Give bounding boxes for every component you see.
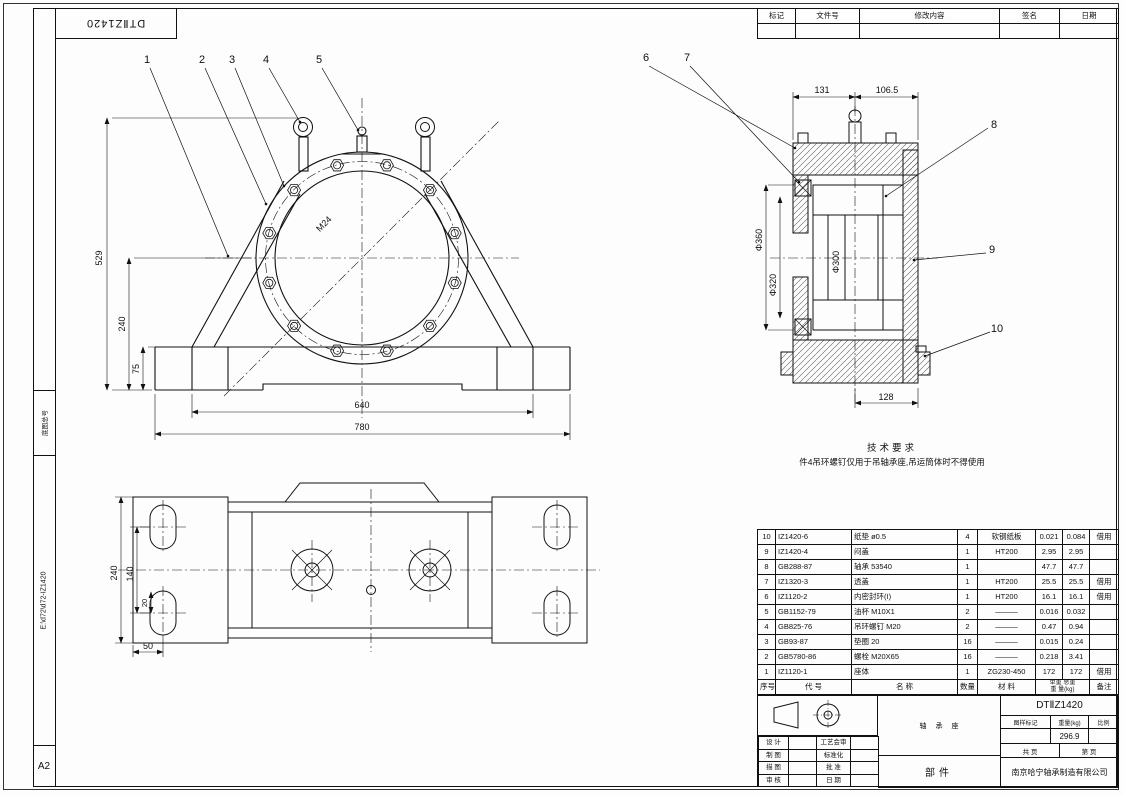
dim-240-top: 240 <box>109 565 119 580</box>
sig-standard: 标准化 <box>816 748 851 762</box>
rev-col-mark: 标记 <box>757 8 796 24</box>
sig-process: 工艺会审 <box>816 736 851 750</box>
sig-approve: 批 准 <box>816 761 851 775</box>
sig-date: 日 期 <box>816 773 851 787</box>
mark-label: 图样标记 <box>1001 716 1051 729</box>
top-view-dims: 240 140 20 50 <box>109 496 164 657</box>
bom-col-no: 序号 <box>757 679 776 695</box>
sig-trace: 描 图 <box>758 761 789 775</box>
sheet-total: 共 页 <box>1001 744 1060 758</box>
sheet-size-cell: A2 <box>33 745 55 787</box>
balloon-4: 4 <box>263 54 269 66</box>
corner-box: DTⅡZ1420 <box>55 8 177 39</box>
dim-50: 50 <box>143 641 153 651</box>
bom-header-row: 序号 代 号 名 称 数量 材 料 单重 总重 重 量(kg) 备注 <box>757 679 1119 695</box>
dim-128: 128 <box>878 392 893 402</box>
dim-640: 640 <box>354 400 369 410</box>
sig-check: 审 核 <box>758 773 789 787</box>
section-balloons: 6 7 8 9 10 <box>643 52 1003 358</box>
technical-requirements: 技术要求 件4吊环螺钉仅用于吊轴承座,吊运筒体时不得使用 <box>742 442 1042 468</box>
projection-symbol <box>773 699 843 730</box>
bom-col-qty: 数量 <box>957 679 978 695</box>
rev-col-content: 修改内容 <box>859 8 1000 24</box>
rev-col-sign: 签名 <box>999 8 1060 24</box>
dim-106_5: 106.5 <box>876 85 899 95</box>
revision-header-row: 标记 文件号 修改内容 签名 日期 <box>757 8 1119 24</box>
balloon-1: 1 <box>144 54 150 66</box>
rev-col-date: 日期 <box>1059 8 1119 24</box>
sheet-size-label: A2 <box>37 760 51 772</box>
strip-divider <box>55 8 56 787</box>
dim-d300: Φ300 <box>831 251 841 273</box>
bom-col-mat: 材 料 <box>977 679 1036 695</box>
bom-col-name: 名 称 <box>851 679 958 695</box>
dim-780: 780 <box>354 422 369 432</box>
bom-col-code: 代 号 <box>775 679 852 695</box>
dim-thread: M24 <box>314 214 333 233</box>
part-kind: 部件 <box>878 756 1001 788</box>
sheet-no: 第 页 <box>1060 744 1119 758</box>
balloon-10: 10 <box>991 323 1003 335</box>
dim-20: 20 <box>140 599 149 607</box>
balloon-9: 9 <box>989 244 995 256</box>
outer-border <box>3 3 1119 790</box>
section-view <box>770 106 938 402</box>
balloon-8: 8 <box>991 119 997 131</box>
dim-131: 131 <box>814 85 829 95</box>
mark-value <box>1001 729 1051 744</box>
front-view-dims: 640 780 529 240 75 <box>94 117 571 440</box>
weight-value: 296.9 <box>1051 729 1089 744</box>
rev-col-docno: 文件号 <box>795 8 860 24</box>
revision-empty-row <box>757 23 1119 39</box>
signature-table: 设 计 工艺会审 制 图 标准化 描 图 批 准 审 核 日 期 <box>758 736 879 787</box>
dim-d320: Φ320 <box>768 274 778 296</box>
dim-75: 75 <box>131 364 141 374</box>
dim-140: 140 <box>125 566 135 581</box>
weight-label: 重量(kg) <box>1051 716 1089 729</box>
scale-label: 比例 <box>1089 716 1119 729</box>
section-view-dims: 131 106.5 128 Φ360 Φ320 Φ300 <box>754 85 919 408</box>
dim-d360: Φ360 <box>754 229 764 251</box>
balloon-5: 5 <box>316 54 322 66</box>
bom-col-remark: 备注 <box>1089 679 1119 695</box>
dim-529: 529 <box>94 250 104 265</box>
strip-line <box>33 390 55 391</box>
tech-req-title: 技术要求 <box>866 443 917 454</box>
balloon-2: 2 <box>199 54 205 66</box>
front-balloons: 1 2 3 4 5 <box>144 54 360 258</box>
strip-line <box>33 455 55 456</box>
balloon-3: 3 <box>229 54 235 66</box>
scale-value <box>1089 729 1119 744</box>
dim-240: 240 <box>117 316 127 331</box>
projection-symbol-cell <box>758 696 878 736</box>
strip-line <box>33 745 55 746</box>
title-block: 设 计 工艺会审 制 图 标准化 描 图 批 准 审 核 日 期 轴承座 部件 DTⅡZ… <box>757 695 1119 788</box>
tech-req-note: 件4吊环螺钉仅用于吊轴承座,吊运筒体时不得使用 <box>799 456 985 467</box>
sig-design: 设 计 <box>758 736 789 750</box>
company-name: 南京哈宁轴承制造有限公司 <box>1001 758 1119 788</box>
revision-table: 标记 文件号 修改内容 签名 日期 <box>757 8 1119 39</box>
balloon-6: 6 <box>643 52 649 64</box>
inner-border <box>33 8 1117 787</box>
top-view <box>118 482 600 652</box>
part-name: 轴承座 <box>878 696 1001 756</box>
balloon-7: 7 <box>684 52 690 64</box>
titleblock-drawing-no: DTⅡZ1420 <box>1001 696 1119 716</box>
sig-draft: 制 图 <box>758 748 789 762</box>
bom-col-weight: 单重 总重 重 量(kg) <box>1035 679 1090 695</box>
